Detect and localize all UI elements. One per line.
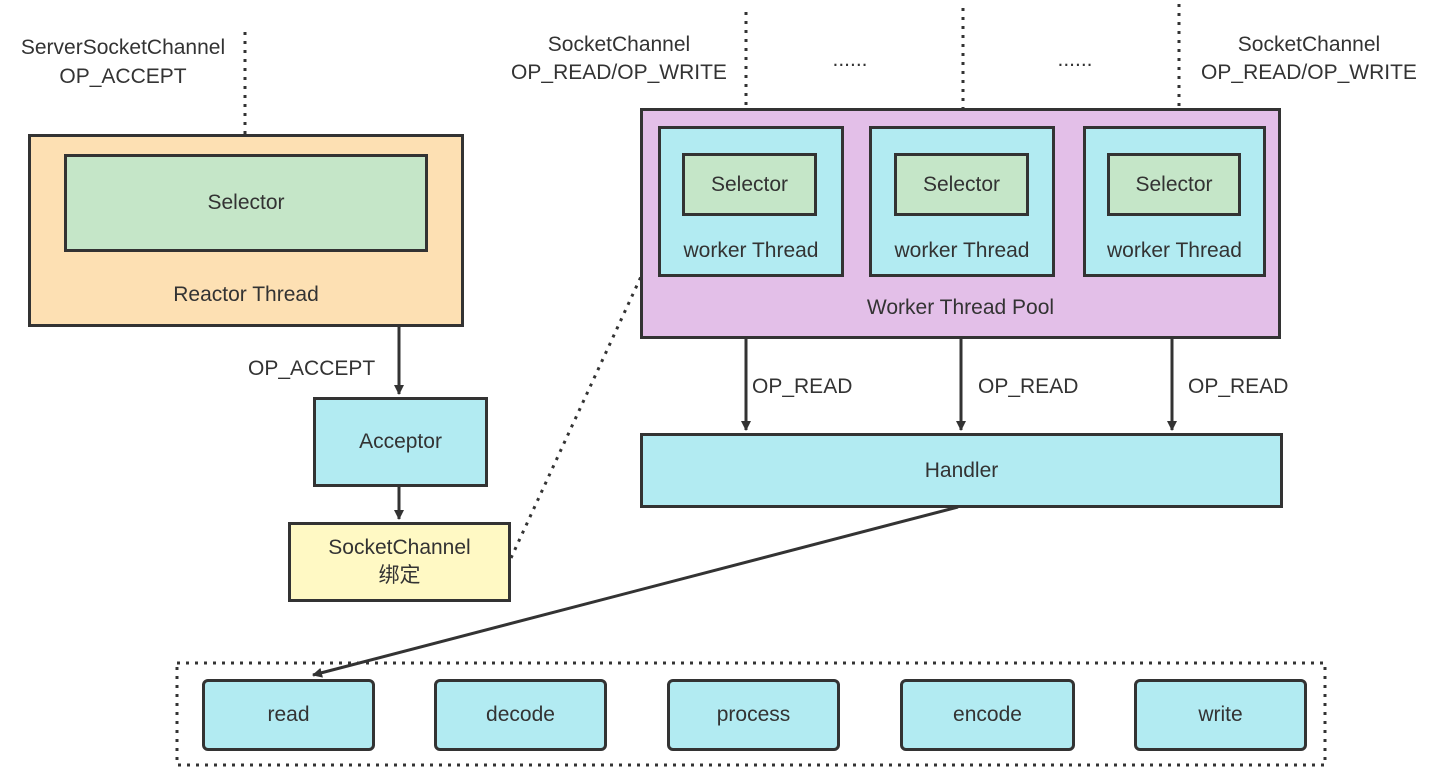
socket-channel-label: SocketChannel <box>328 536 471 559</box>
ellipsis-label-1: ...... <box>832 48 868 71</box>
handler-label: Handler <box>924 458 999 482</box>
op-accept-label: OP_ACCEPT <box>248 357 376 380</box>
worker-2-selector-box: Selector <box>894 153 1029 216</box>
worker-3-op-read-label: OP_READ <box>1188 375 1289 398</box>
worker-1-op-label: OP_READ/OP_WRITE <box>511 61 727 84</box>
pipeline-step-decode-label: decode <box>486 703 555 726</box>
pipeline-step-process: process <box>667 679 840 751</box>
server-socket-channel-label: ServerSocketChannel <box>20 36 226 59</box>
pipeline-step-encode-label: encode <box>953 703 1022 726</box>
worker-thread-3-label: worker Thread <box>1106 239 1242 262</box>
worker-1-selector-box: Selector <box>682 153 817 216</box>
pipeline-step-read: read <box>202 679 375 751</box>
pipeline-step-write-label: write <box>1198 703 1243 726</box>
handler-box: Handler <box>640 433 1283 508</box>
worker-3-selector-box: Selector <box>1107 153 1241 216</box>
acceptor-label: Acceptor <box>359 430 442 453</box>
reactor-selector-box: Selector <box>64 154 428 252</box>
worker-thread-pool-label: Worker Thread Pool <box>866 296 1055 319</box>
worker-thread-2-label: worker Thread <box>894 239 1030 262</box>
pipeline-step-process-label: process <box>716 703 791 726</box>
worker-3-op-label: OP_READ/OP_WRITE <box>1201 61 1417 84</box>
worker-3-channel-label: SocketChannel <box>1237 33 1381 56</box>
acceptor-box: Acceptor <box>313 397 488 487</box>
pipeline-step-encode: encode <box>900 679 1075 751</box>
pipeline-step-decode: decode <box>434 679 607 751</box>
worker-thread-1-label: worker Thread <box>683 239 819 262</box>
worker-1-selector-label: Selector <box>710 172 789 196</box>
socket-channel-bind-label: 绑定 <box>378 564 421 587</box>
worker-3-selector-label: Selector <box>1135 172 1213 196</box>
server-op-accept-label: OP_ACCEPT <box>59 65 187 88</box>
pipeline-step-write: write <box>1134 679 1307 751</box>
reactor-thread-label: Reactor Thread <box>173 283 319 306</box>
reactor-selector-label: Selector <box>207 191 285 214</box>
worker-1-channel-label: SocketChannel <box>547 33 691 56</box>
pipeline-step-read-label: read <box>267 703 310 726</box>
worker-1-op-read-label: OP_READ <box>752 375 853 398</box>
ellipsis-label-2: ...... <box>1057 48 1093 71</box>
worker-2-selector-label: Selector <box>922 172 1001 196</box>
worker-2-op-read-label: OP_READ <box>978 375 1079 398</box>
socket-channel-box: SocketChannel 绑定 <box>288 522 511 602</box>
handler-to-read-arrow <box>312 505 959 678</box>
pipeline-frame <box>175 661 1327 767</box>
